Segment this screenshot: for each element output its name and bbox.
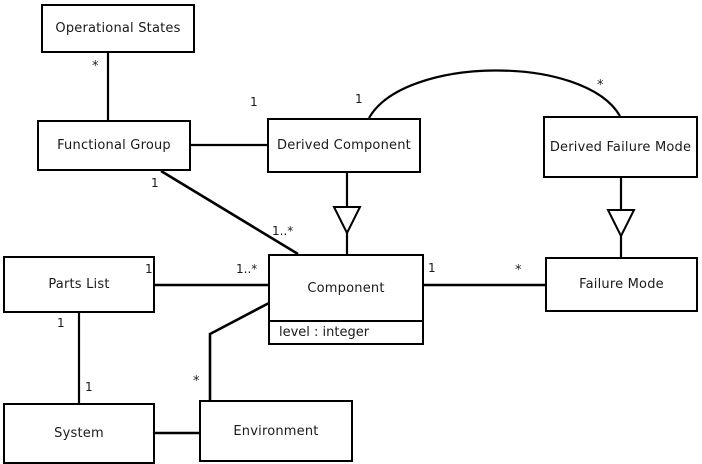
class-attribute-level: level : integer	[270, 320, 422, 343]
class-name-label: System	[54, 426, 104, 441]
edge-derivedcomponent-derivedfailuremode	[368, 69, 621, 119]
uml-class-derived-component[interactable]: Derived Component	[267, 118, 421, 173]
multiplicity-label-failuremode-component: *	[515, 263, 522, 278]
uml-class-environment[interactable]: Environment	[199, 400, 353, 462]
generalization-triangle-icon	[332, 206, 362, 236]
class-name-label: Operational States	[55, 21, 181, 36]
uml-class-failure-mode[interactable]: Failure Mode	[545, 257, 698, 312]
uml-class-system[interactable]: System	[3, 403, 155, 464]
multiplicity-label-derivedfailuremode-arc: *	[597, 78, 604, 93]
multiplicity-label-component-partslist: 1..*	[236, 262, 258, 276]
multiplicity-label-component-functionalgroup: 1..*	[272, 224, 294, 238]
uml-class-parts-list[interactable]: Parts List	[3, 256, 155, 313]
multiplicity-label-partslist-component: 1	[145, 262, 153, 276]
class-name-label: Environment	[233, 423, 319, 439]
class-name-label: Failure Mode	[579, 277, 664, 292]
edge-functionalgroup-component	[160, 169, 299, 256]
multiplicity-label-functionalgroup-component: 1	[151, 176, 159, 190]
multiplicity-label-environment-component: *	[193, 374, 200, 389]
uml-class-component[interactable]: Component level : integer	[268, 254, 424, 345]
generalization-triangle-icon	[606, 209, 636, 239]
class-name-label: Derived Component	[277, 138, 411, 153]
uml-class-operational-states[interactable]: Operational States	[41, 4, 195, 53]
class-name-label: Component	[307, 280, 385, 296]
class-name-label: Functional Group	[57, 138, 171, 153]
edge-environment-component	[208, 301, 270, 400]
multiplicity-label-opstates-functionalgroup: *	[92, 59, 99, 74]
class-name-label: Derived Failure Mode	[549, 139, 692, 155]
uml-class-derived-failure-mode[interactable]: Derived Failure Mode	[543, 116, 698, 178]
multiplicity-label-component-failuremode: 1	[428, 261, 436, 275]
multiplicity-label-system-partslist: 1	[85, 380, 93, 394]
multiplicity-label-derivedcomponent-arc: 1	[355, 92, 363, 106]
multiplicity-label-functionalgroup-derivedcomponent: 1	[250, 95, 258, 109]
uml-class-functional-group[interactable]: Functional Group	[37, 120, 191, 171]
multiplicity-label-partslist-system: 1	[57, 316, 65, 330]
class-name-label: Parts List	[48, 277, 110, 292]
